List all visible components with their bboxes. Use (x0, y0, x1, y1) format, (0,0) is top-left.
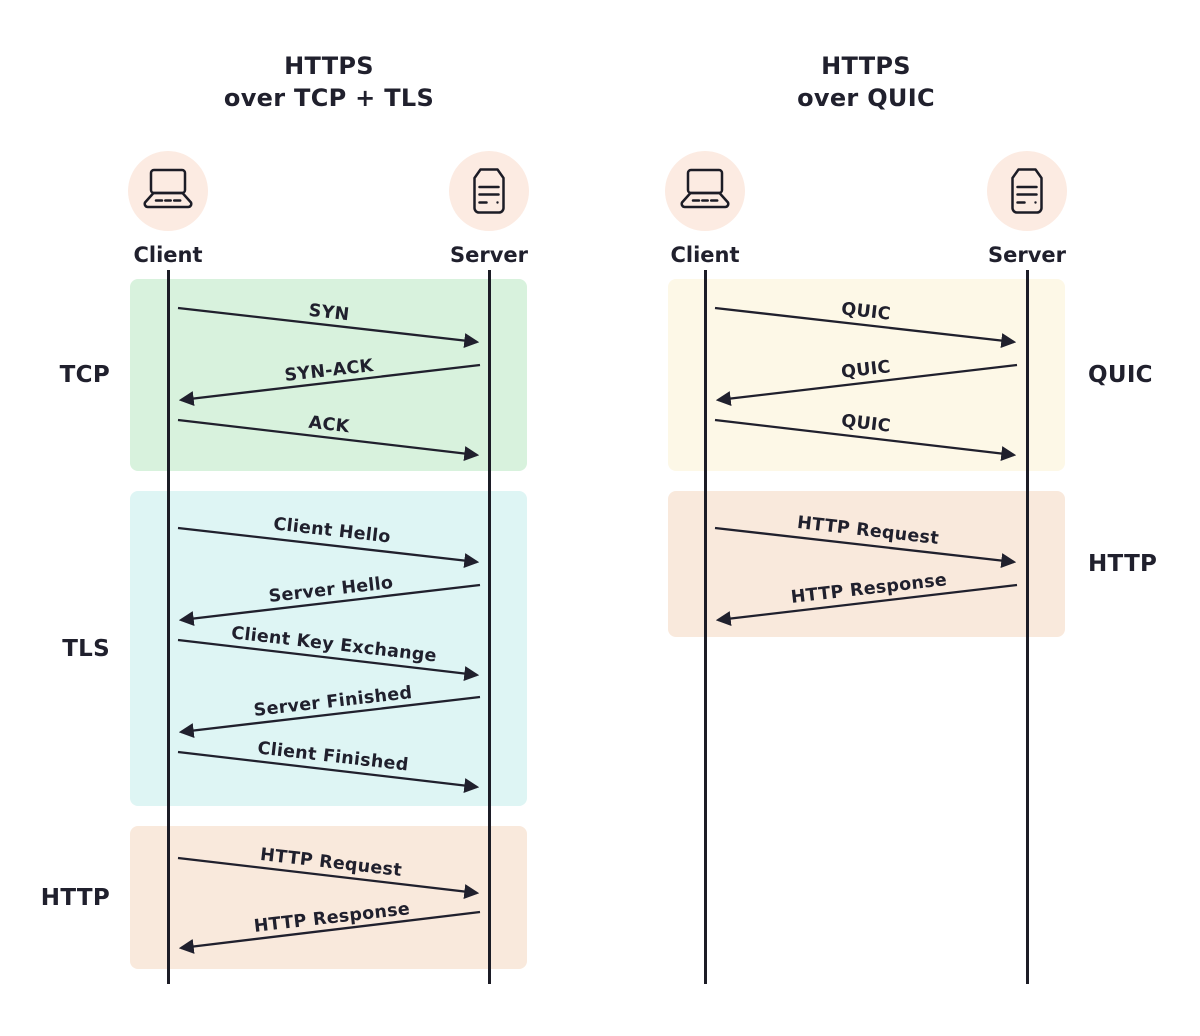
right-server-label: Server (987, 243, 1066, 267)
right-client-label: Client (670, 243, 740, 267)
http-section-label-right: HTTP (1088, 551, 1158, 577)
right-client-avatar (665, 151, 745, 231)
left-server-avatar (449, 151, 529, 231)
http-phase-panel-left (130, 826, 527, 969)
left-diagram-title: HTTPS over TCP + TLS (169, 50, 489, 114)
left-server-lifeline (488, 270, 491, 984)
server-icon (1011, 168, 1043, 214)
right-server-lifeline (1025, 270, 1029, 984)
right-client-lifeline (703, 270, 707, 984)
tcp-section-label: TCP (59, 362, 110, 388)
left-server-label: Server (449, 243, 528, 267)
right-title-line1: HTTPS (821, 52, 911, 80)
http-section-label-left: HTTP (40, 884, 110, 911)
right-title-line2: over QUIC (797, 84, 935, 112)
left-title-line2: over TCP + TLS (223, 84, 435, 112)
http-phase-panel-right (668, 491, 1065, 637)
left-client-lifeline (166, 270, 170, 984)
right-diagram-title: HTTPS over QUIC (706, 50, 1026, 114)
laptop-icon (680, 168, 730, 209)
quic-section-label: QUIC (1088, 362, 1153, 388)
left-title-line1: HTTPS (284, 52, 374, 80)
laptop-icon (143, 168, 193, 209)
server-icon (473, 168, 505, 214)
left-client-label: Client (133, 243, 203, 267)
right-server-avatar (987, 151, 1067, 231)
tls-section-label: TLS (62, 635, 110, 662)
left-client-avatar (128, 151, 208, 231)
